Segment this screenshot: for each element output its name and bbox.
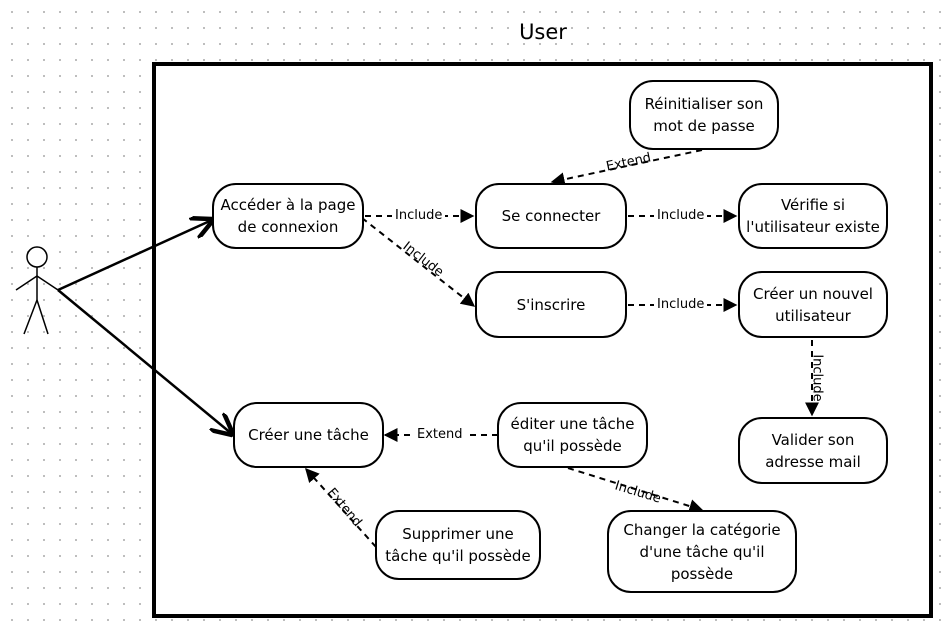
usecase-create-task[interactable]: Créer une tâche <box>233 402 384 468</box>
association-access-login <box>57 220 212 292</box>
usecase-change-category[interactable]: Changer la catégorie d'une tâche qu'il p… <box>607 510 797 593</box>
actor-arms-left <box>15 275 38 291</box>
actor-figure <box>15 246 59 335</box>
include-label: Include <box>809 354 825 402</box>
usecase-check-user-exists[interactable]: Vérifie si l'utilisateur existe <box>738 183 888 249</box>
actor-head <box>26 246 48 268</box>
include-access-signup <box>361 217 476 307</box>
diagram-title: User <box>519 20 567 44</box>
actor-leg-right <box>36 299 49 335</box>
association-create-task <box>57 289 232 434</box>
actor-leg-left <box>23 299 38 335</box>
include-label: Include <box>654 208 708 224</box>
actor-arms-right <box>36 275 59 291</box>
include-label: Include <box>654 297 708 313</box>
usecase-signup[interactable]: S'inscrire <box>475 271 627 338</box>
usecase-login[interactable]: Se connecter <box>475 183 627 249</box>
include-edit-category <box>567 467 704 513</box>
extend-reset-login <box>550 149 703 187</box>
usecase-reset-password[interactable]: Réinitialiser son mot de passe <box>629 80 779 150</box>
usecase-validate-email[interactable]: Valider son adresse mail <box>738 417 888 484</box>
usecase-edit-task[interactable]: éditer une tâche qu'il possède <box>497 402 648 468</box>
system-boundary <box>152 62 933 618</box>
usecase-delete-task[interactable]: Supprimer une tâche qu'il possède <box>375 510 541 580</box>
extend-label: Extend <box>414 427 466 443</box>
include-label: Include <box>392 208 446 224</box>
usecase-create-user[interactable]: Créer un nouvel utilisateur <box>738 271 888 338</box>
usecase-access-login-page[interactable]: Accéder à la page de connexion <box>212 183 364 249</box>
